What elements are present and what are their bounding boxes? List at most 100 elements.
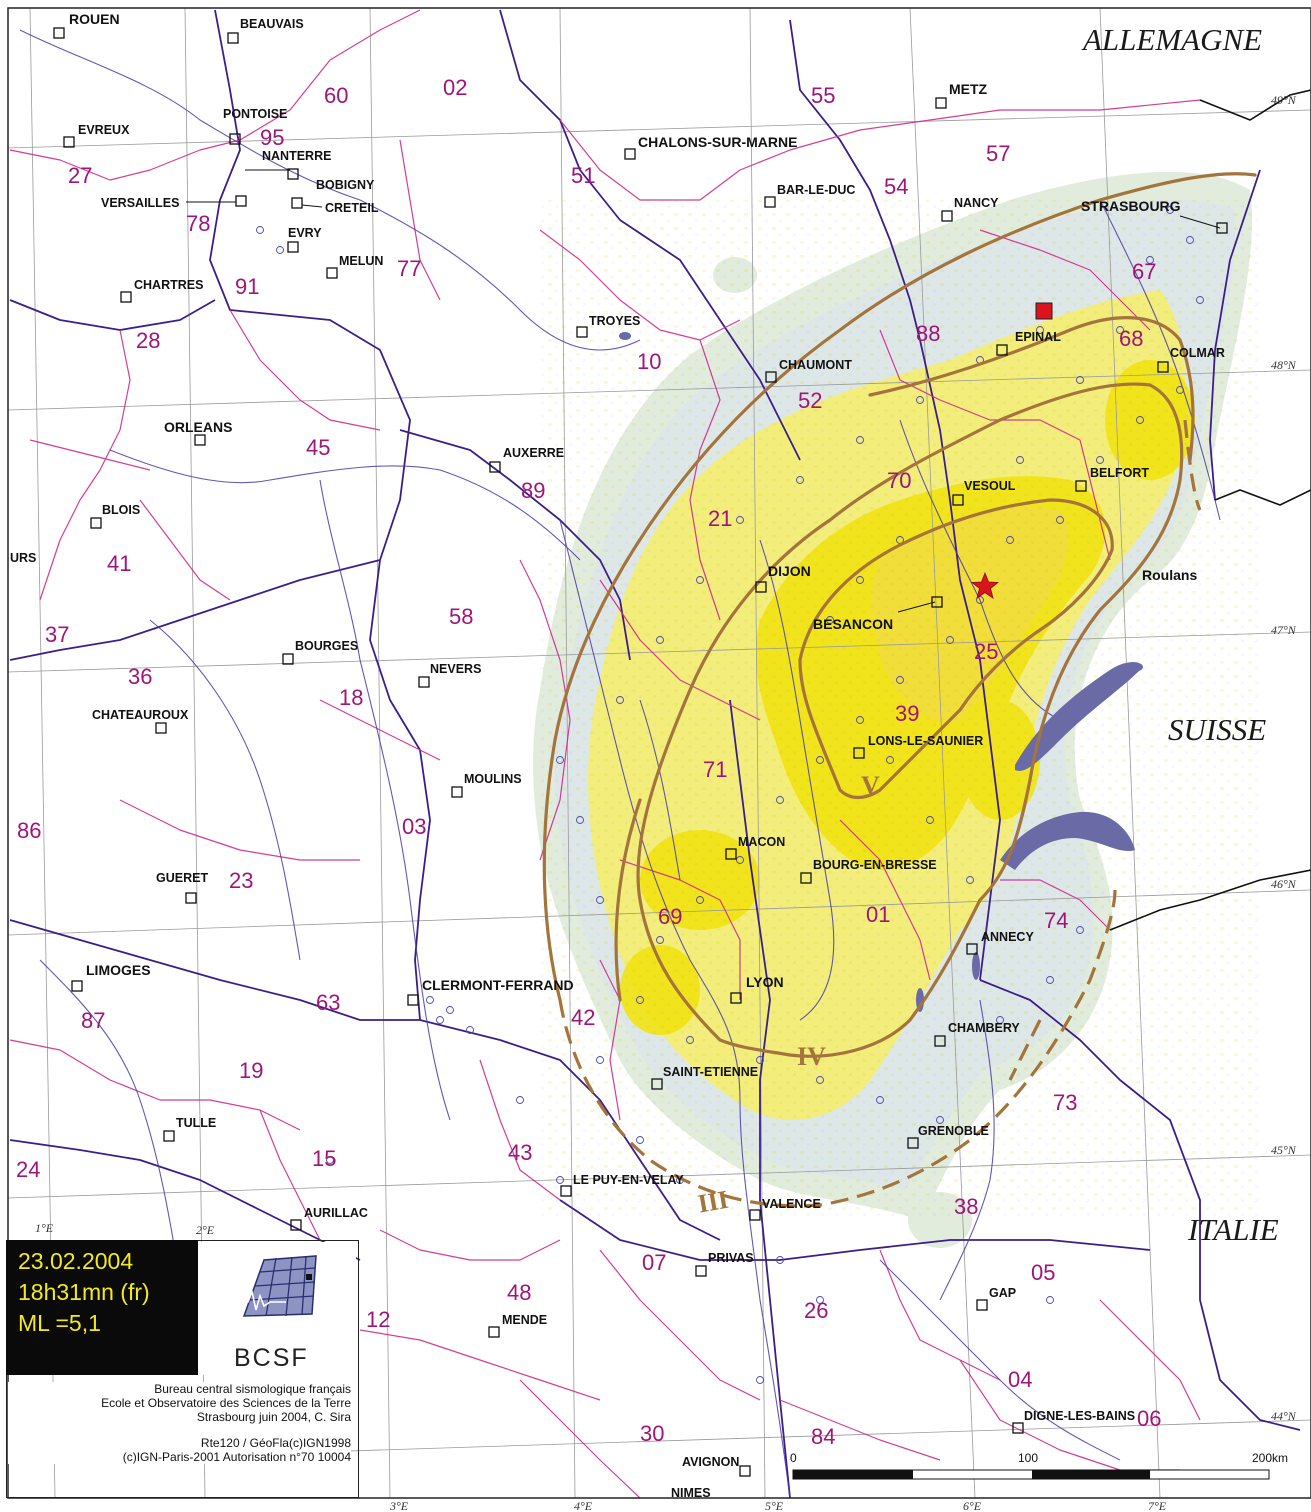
city-label: DIGNE-LES-BAINS	[1024, 1409, 1135, 1423]
observation-points	[256, 206, 1204, 1384]
dept-label: 18	[339, 685, 363, 710]
dept-label: 38	[954, 1194, 978, 1219]
city-labels: ROUEN BEAUVAIS METZ PONTOISE EVREUX NANT…	[10, 11, 1225, 1500]
dept-label: 77	[397, 256, 421, 281]
city-label: VESOUL	[964, 479, 1016, 493]
city-label: MELUN	[339, 254, 383, 268]
rivers	[19, 29, 1221, 1498]
lon-label: 3°E	[389, 1499, 409, 1512]
city-label: CHAMBERY	[948, 1021, 1020, 1035]
country-label-allemagne: ALLEMAGNE	[1081, 22, 1262, 57]
dept-label: 12	[366, 1307, 390, 1332]
isoseismal-IV-north	[868, 316, 1195, 462]
credit-line: Strasbourg juin 2004, C. Sira	[196, 1410, 351, 1424]
map-border	[7, 7, 1311, 1499]
dept-label: 78	[186, 211, 210, 236]
city-label: STRASBOURG	[1081, 198, 1181, 214]
city-label: BESANCON	[813, 616, 893, 632]
dept-label: 87	[81, 1008, 105, 1033]
city-label: VALENCE	[762, 1197, 821, 1211]
dept-label: 27	[68, 163, 92, 188]
dept-label: 71	[703, 757, 727, 782]
logo-text: BCSF	[234, 1344, 309, 1372]
dept-label: 25	[974, 639, 998, 664]
city-label: LE PUY-EN-VELAY	[573, 1173, 684, 1187]
dept-label: 15	[312, 1146, 336, 1171]
national-border	[1109, 89, 1311, 931]
lon-label: 6°E	[963, 1499, 982, 1512]
city-label: EVREUX	[78, 123, 130, 137]
lat-label: 49°N	[1271, 93, 1297, 107]
city-label: TULLE	[176, 1116, 216, 1130]
dept-label: 84	[811, 1424, 835, 1449]
city-label: ORLEANS	[164, 419, 232, 435]
country-label-italie: ITALIE	[1187, 1212, 1279, 1247]
dept-label: 04	[1008, 1367, 1032, 1392]
credit-line: Ecole et Observatoire des Sciences de la…	[101, 1396, 351, 1410]
lon-label: 1°E	[35, 1221, 54, 1235]
lon-label: 4°E	[574, 1499, 593, 1512]
dept-label: 57	[986, 141, 1010, 166]
department-labels: 60 02 55 95 57 27 51 54 78 67 77 91 28 8…	[16, 75, 1161, 1449]
intensity-texture	[540, 200, 1260, 1220]
scale-label-200: 200km	[1252, 1451, 1288, 1465]
dept-label: 89	[521, 478, 545, 503]
isoseismal-dashed	[558, 419, 1202, 1208]
city-label: Roulans	[1142, 567, 1197, 583]
city-label: BAR-LE-DUC	[777, 183, 855, 197]
dept-label: 30	[640, 1421, 664, 1446]
city-label: GRENOBLE	[918, 1124, 989, 1138]
city-label: LONS-LE-SAUNIER	[868, 734, 983, 748]
city-label: CLERMONT-FERRAND	[422, 977, 574, 993]
credit-line: Bureau central sismologique français	[154, 1382, 351, 1396]
city-label: AVIGNON	[682, 1455, 739, 1469]
event-info-box: 23.02.2004 18h31mn (fr) ML =5,1	[6, 1240, 198, 1375]
city-label: PRIVAS	[708, 1251, 754, 1265]
lakes	[619, 332, 1143, 1012]
city-label: NEVERS	[430, 662, 481, 676]
city-label: LIMOGES	[86, 962, 151, 978]
city-label: CHARTRES	[134, 278, 203, 292]
city-label: DIJON	[768, 563, 811, 579]
dept-label: 07	[642, 1250, 666, 1275]
city-label: NANCY	[954, 196, 999, 210]
city-label: AUXERRE	[503, 446, 564, 460]
city-label: TROYES	[589, 314, 640, 328]
dept-label: 21	[708, 506, 732, 531]
dept-label: 10	[637, 349, 661, 374]
prefecture-markers	[53, 27, 1228, 1477]
dept-label: 45	[306, 435, 330, 460]
city-label: ANNECY	[981, 930, 1034, 944]
dept-label: 58	[449, 604, 473, 629]
lat-label: 45°N	[1271, 1143, 1297, 1157]
isoseismal-III	[542, 172, 1257, 1002]
dept-label: 52	[798, 388, 822, 413]
city-label: CHATEAUROUX	[92, 708, 189, 722]
reference-square-marker	[1035, 302, 1053, 320]
dept-label: 69	[658, 904, 682, 929]
dept-label: 95	[260, 125, 284, 150]
event-time: 18h31mn (fr)	[18, 1279, 150, 1305]
city-label: MENDE	[502, 1313, 547, 1327]
city-label: SAINT-ETIENNE	[663, 1065, 758, 1079]
graticule	[8, 8, 1311, 1498]
lon-label: 5°E	[765, 1499, 784, 1512]
latitude-labels: 49°N 48°N 47°N 46°N 45°N 44°N	[1271, 93, 1297, 1423]
dept-label: 02	[443, 75, 467, 100]
dept-label: 55	[811, 83, 835, 108]
dept-label: 43	[508, 1140, 532, 1165]
dept-label: 42	[571, 1005, 595, 1030]
city-label: GAP	[989, 1286, 1016, 1300]
dept-label: 41	[107, 551, 131, 576]
dept-label: 51	[571, 163, 595, 188]
credit-line: Rte120 / GéoFla(c)IGN1998	[200, 1436, 351, 1450]
event-magnitude: ML =5,1	[18, 1310, 101, 1336]
dept-label: 05	[1031, 1260, 1055, 1285]
dept-label: 88	[916, 321, 940, 346]
lat-label: 48°N	[1271, 358, 1297, 372]
isoseismal-lines	[542, 172, 1257, 1058]
dept-label: 36	[128, 664, 152, 689]
city-label: URS	[10, 551, 36, 565]
epicenter-star	[970, 571, 1000, 599]
dept-label: 23	[229, 868, 253, 893]
